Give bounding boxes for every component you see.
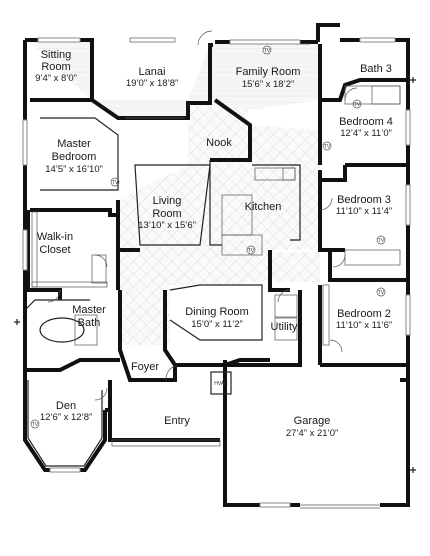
tv-icon-bedroom3: TV (376, 235, 386, 245)
bedroom3-dims: 11’10” x 11’4” (336, 206, 392, 217)
bath3-name: Bath 3 (360, 63, 392, 75)
master-bedroom-dims: 14’5” x 16’10” (45, 164, 103, 175)
tv-icon-bedroom2: TV (376, 287, 386, 297)
tv-icons: TV TV TV TV TV TV TV TV HVAC (30, 45, 386, 429)
lanai-name: Lanai (139, 66, 166, 78)
lanai-floor (30, 42, 320, 118)
entry-name: Entry (164, 415, 190, 427)
tv-icon-den: TV (30, 419, 40, 429)
svg-text:TV: TV (354, 102, 361, 108)
master-bedroom-name-2: Bedroom (52, 151, 97, 163)
tv-icon-family-room: TV (262, 45, 272, 55)
svg-text:TV: TV (248, 248, 255, 254)
foyer-name: Foyer (131, 361, 159, 373)
bedroom4-dims: 12’4” x 11’0” (340, 128, 392, 139)
tv-icon-bath3: TV (352, 99, 362, 109)
sitting-room-name-2: Room (41, 61, 70, 73)
family-room-name: Family Room (236, 66, 301, 78)
garage-dims: 27’4” x 21’0” (286, 428, 338, 439)
svg-text:TV: TV (378, 238, 385, 244)
master-bedroom-name-1: Master (57, 138, 91, 150)
living-room-name-2: Room (152, 208, 181, 220)
room-labels: Sitting Room 9’4” x 8’0” Lanai 19’0” x 1… (35, 49, 393, 439)
svg-text:TV: TV (378, 290, 385, 296)
svg-text:HVAC: HVAC (214, 381, 228, 387)
svg-text:TV: TV (264, 48, 271, 54)
bedroom2-dims: 11’10” x 11’6” (336, 320, 392, 331)
bedroom3-name: Bedroom 3 (337, 194, 391, 206)
svg-text:TV: TV (32, 422, 39, 428)
living-room-name-1: Living (153, 195, 182, 207)
den-name: Den (56, 400, 76, 412)
windows (22, 37, 411, 508)
garage-name: Garage (294, 415, 331, 427)
den-dims: 12’6” x 12’8” (40, 412, 92, 423)
interior-walls (25, 44, 408, 442)
walkin-closet-name-1: Walk-in (37, 231, 73, 243)
svg-text:TV: TV (324, 144, 331, 150)
hvac-icon: HVAC (210, 371, 232, 395)
bedroom4-name: Bedroom 4 (339, 116, 393, 128)
walkin-closet-name-2: Closet (39, 244, 70, 256)
tv-icon-master-bedroom: TV (110, 177, 120, 187)
tv-icon-bedroom4: TV (322, 141, 332, 151)
bedroom2-name: Bedroom 2 (337, 308, 391, 320)
living-room-dims: 13’10” x 15’6” (138, 220, 196, 231)
lanai-dims: 19’0” x 18’8” (126, 78, 178, 89)
nook-name: Nook (206, 137, 232, 149)
kitchen-name: Kitchen (245, 201, 282, 213)
hose-bib-icons (14, 77, 416, 473)
dining-room-dims: 15’0” x 11’2” (191, 319, 243, 330)
dining-room-name: Dining Room (185, 306, 249, 318)
sitting-room-dims: 9’4” x 8’0” (35, 73, 77, 84)
family-room-dims: 15’6” x 18’2” (242, 79, 294, 90)
tv-icon-kitchen: TV (246, 245, 256, 255)
svg-text:TV: TV (112, 180, 119, 186)
master-bath-name-1: Master (72, 304, 106, 316)
master-bath-name-2: Bath (78, 317, 101, 329)
utility-name: Utility (271, 321, 298, 333)
sitting-room-name-1: Sitting (41, 49, 72, 61)
fixtures (24, 30, 401, 509)
